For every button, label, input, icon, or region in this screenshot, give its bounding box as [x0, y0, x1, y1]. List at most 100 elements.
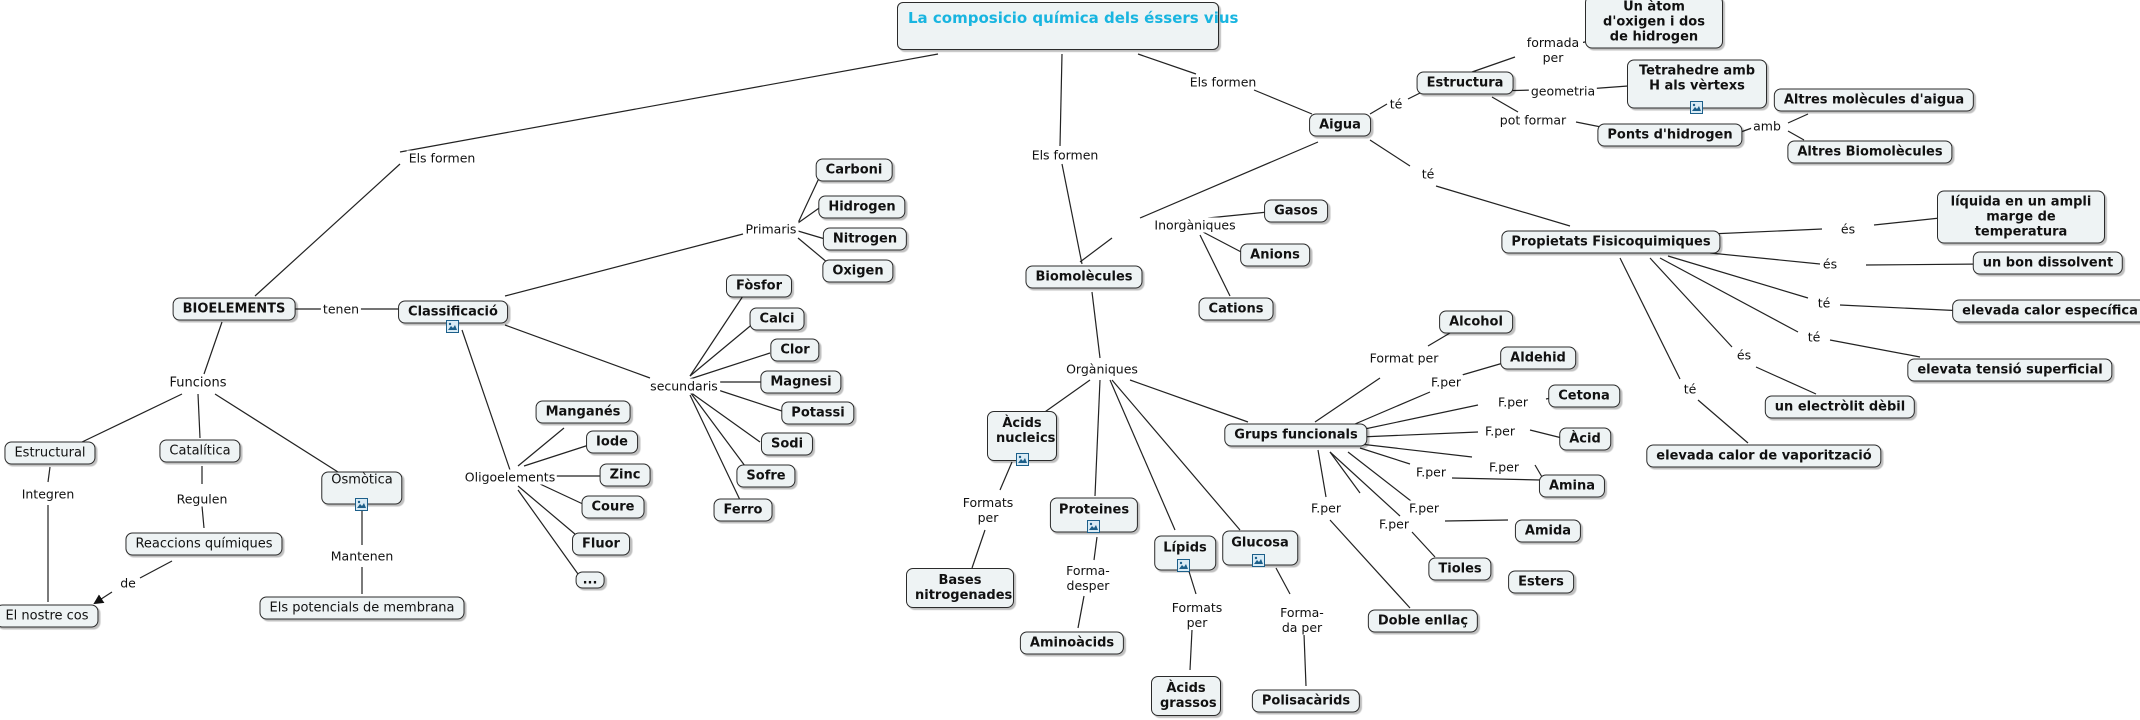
node-amina[interactable]: Amina — [1538, 474, 1606, 498]
node-more-elements[interactable]: ... — [575, 571, 605, 589]
link-label-fper-doble: F.per — [1309, 500, 1343, 516]
link-label-fper-acid: F.per — [1483, 423, 1517, 439]
node-glucosa[interactable]: Glucosa — [1222, 530, 1298, 566]
node-tetrahedre-label: Tetrahedre amb H als vèrtexs — [1638, 63, 1756, 94]
node-atom-label: Un àtom d'oxigen i dos de hidrogen — [1603, 0, 1705, 45]
node-proteines-label: Proteines — [1058, 502, 1130, 518]
node-ponts[interactable]: Ponts d'hidrogen — [1597, 123, 1743, 147]
link-label-formats-per-nucleics: Formats per — [960, 495, 1016, 525]
node-bases-nitrogenades[interactable]: Bases nitrogenades — [906, 568, 1014, 608]
link-label-format-per: Format per — [1367, 350, 1441, 366]
image-icon[interactable] — [1177, 557, 1190, 572]
node-acids-grassos[interactable]: Àcids grassos — [1151, 676, 1221, 716]
node-classificacio-label: Classificació — [408, 304, 498, 320]
link-label-te-estructura: té — [1387, 96, 1405, 112]
node-reaccions[interactable]: Reaccions químiques — [125, 532, 283, 556]
node-sodi[interactable]: Sodi — [760, 432, 814, 456]
image-icon[interactable] — [1087, 518, 1100, 533]
node-altres-molecules[interactable]: Altres molècules d'aigua — [1773, 88, 1975, 112]
link-label-pot-formar: pot formar — [1497, 112, 1569, 128]
link-label-formada-per: formada per — [1523, 35, 1583, 65]
link-label-tenen: tenen — [320, 301, 362, 317]
node-atom[interactable]: Un àtom d'oxigen i dos de hidrogen — [1585, 0, 1723, 49]
node-acids-nucleics[interactable]: Àcids nucleics — [987, 411, 1057, 461]
link-label-els-formen-bioelements: Els formen — [406, 150, 478, 166]
node-catalitica[interactable]: Catalítica — [159, 439, 241, 463]
link-label-fper-cetona: F.per — [1496, 394, 1530, 410]
node-gasos[interactable]: Gasos — [1264, 199, 1328, 223]
node-estructural[interactable]: Estructural — [4, 441, 96, 465]
node-propietats[interactable]: Propietats Fisicoquimiques — [1501, 230, 1721, 254]
node-esters[interactable]: Esters — [1508, 570, 1574, 594]
image-icon[interactable] — [1690, 99, 1703, 114]
node-ferro[interactable]: Ferro — [713, 498, 773, 522]
node-clor[interactable]: Clor — [770, 338, 820, 362]
link-label-mantenen: Mantenen — [328, 548, 396, 564]
node-electrolit[interactable]: un electròlit dèbil — [1764, 395, 1916, 419]
node-fluor[interactable]: Fluor — [572, 532, 630, 556]
image-icon[interactable] — [1252, 552, 1265, 567]
node-zinc[interactable]: Zinc — [599, 463, 651, 487]
node-nostre-cos[interactable]: El nostre cos — [0, 604, 99, 628]
node-anions[interactable]: Anions — [1240, 243, 1310, 267]
node-calci[interactable]: Calci — [749, 307, 805, 331]
link-label-te-tensio: té — [1805, 329, 1823, 345]
node-funcions[interactable]: Funcions — [167, 375, 229, 391]
link-label-fper-aldehid: F.per — [1429, 374, 1463, 390]
node-alcohol[interactable]: Alcohol — [1439, 310, 1513, 334]
image-icon[interactable] — [1016, 451, 1029, 466]
link-label-te-vaporitzacio: té — [1681, 381, 1699, 397]
node-oxigen[interactable]: Oxigen — [822, 259, 894, 283]
node-acid[interactable]: Àcid — [1559, 427, 1611, 451]
node-fosfor[interactable]: Fòsfor — [725, 274, 793, 298]
image-icon[interactable] — [446, 318, 459, 333]
link-label-forma-desper: Forma- desper — [1062, 563, 1114, 593]
node-lipids-label: Lípids — [1163, 540, 1207, 556]
node-dissolvent[interactable]: un bon dissolvent — [1972, 251, 2124, 275]
node-liquida[interactable]: líquida en un ampli marge de temperatura — [1937, 190, 2105, 244]
link-label-amb: amb — [1751, 118, 1783, 134]
node-cations[interactable]: Cations — [1198, 297, 1274, 321]
node-hidrogen[interactable]: Hidrogen — [818, 195, 906, 219]
link-label-fper-esters: F.per — [1407, 500, 1441, 516]
node-aigua[interactable]: Aigua — [1309, 113, 1371, 137]
link-label-fper-tioles: F.per — [1377, 516, 1411, 532]
node-polisacarids[interactable]: Polisacàrids — [1251, 689, 1361, 713]
node-glucosa-label: Glucosa — [1231, 535, 1289, 551]
node-tensio[interactable]: elevata tensió superficial — [1907, 358, 2113, 382]
node-tetrahedre[interactable]: Tetrahedre amb H als vèrtexs — [1627, 59, 1767, 109]
node-bioelements[interactable]: BIOELEMENTS — [172, 297, 296, 321]
node-iode[interactable]: Iode — [586, 430, 638, 454]
link-label-oligoelements: Oligoelements — [462, 469, 558, 485]
node-cetona[interactable]: Cetona — [1548, 384, 1620, 408]
node-tioles[interactable]: Tioles — [1428, 557, 1492, 581]
link-label-te-propietats: té — [1419, 166, 1437, 182]
node-vaporitzacio[interactable]: elevada calor de vaporització — [1646, 444, 1882, 468]
node-carboni[interactable]: Carboni — [815, 158, 893, 182]
node-coure[interactable]: Coure — [581, 495, 645, 519]
node-amida[interactable]: Amida — [1514, 519, 1582, 543]
node-manganes[interactable]: Manganés — [535, 400, 631, 424]
node-aldehid[interactable]: Aldehid — [1500, 346, 1576, 370]
link-label-de: de — [118, 575, 138, 591]
link-label-els-formen-biomolecules: Els formen — [1029, 147, 1101, 163]
node-doble-enllac[interactable]: Doble enllaç — [1367, 609, 1479, 633]
map-title[interactable]: La composicio química dels éssers vius — [897, 2, 1238, 50]
node-sofre[interactable]: Sofre — [736, 464, 796, 488]
node-grups-funcionals[interactable]: Grups funcionals — [1224, 423, 1368, 447]
node-aminoacids[interactable]: Aminoàcids — [1019, 631, 1125, 655]
node-biomolecules[interactable]: Biomolècules — [1025, 265, 1143, 289]
link-label-es-electrolit: és — [1734, 347, 1754, 363]
image-icon[interactable] — [355, 496, 368, 511]
node-altres-biomolecules[interactable]: Altres Biomolècules — [1787, 140, 1953, 164]
node-osmotica-label: Osmòtica — [331, 472, 393, 488]
node-nitrogen[interactable]: Nitrogen — [822, 227, 908, 251]
node-lipids[interactable]: Lípids — [1154, 535, 1216, 571]
node-potencials[interactable]: Els potencials de membrana — [259, 596, 465, 620]
node-estructura[interactable]: Estructura — [1416, 71, 1514, 95]
link-label-fper-amina: F.per — [1487, 459, 1521, 475]
node-magnesi[interactable]: Magnesi — [760, 370, 842, 394]
node-potassi[interactable]: Potassi — [781, 401, 855, 425]
link-label-fper-amida-1: F.per — [1414, 464, 1448, 480]
node-calor-especifica[interactable]: elevada calor específica — [1952, 299, 2140, 323]
